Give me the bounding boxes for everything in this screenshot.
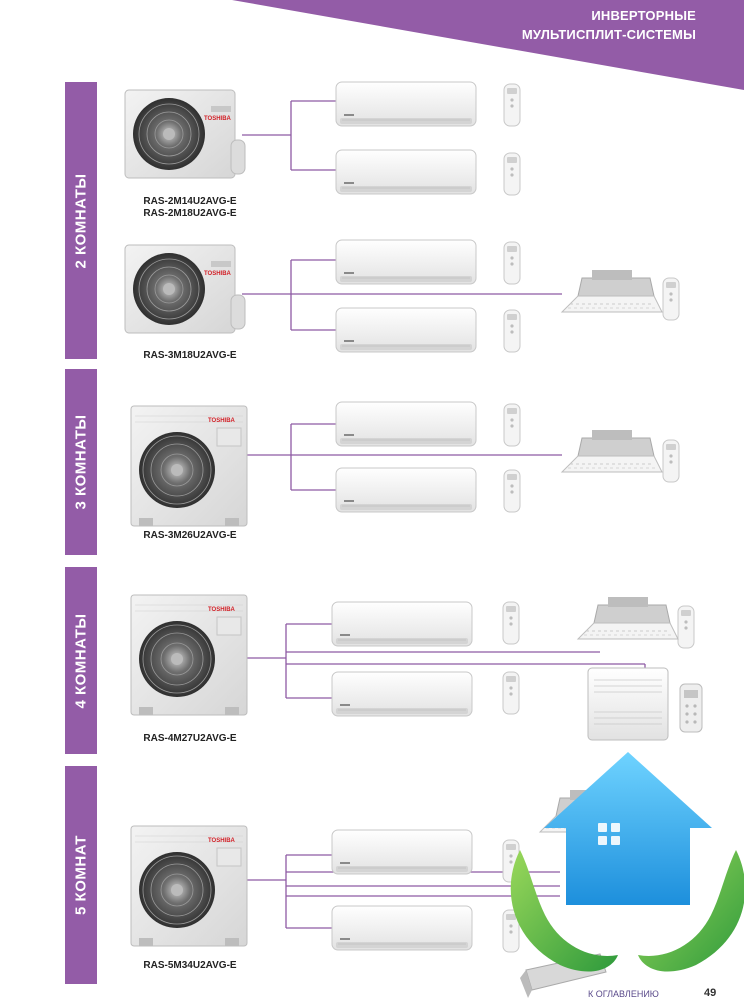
brand-logo: TOSHIBA	[208, 838, 235, 844]
side-tab-4-rooms: 4 КОМНАТЫ	[65, 567, 97, 754]
page-number: 49	[704, 987, 717, 999]
model-label: RAS-3M26U2AVG-E	[100, 530, 280, 542]
outdoor-unit	[124, 244, 246, 334]
model-label: RAS-5M34U2AVG-E	[100, 960, 280, 972]
model-name: RAS-4M27U2AVG-E	[143, 733, 237, 744]
outdoor-unit	[130, 405, 248, 527]
refrigerant-pipes	[242, 100, 646, 929]
header-band	[232, 0, 744, 90]
model-name: RAS-2M18U2AVG-E	[143, 208, 237, 219]
outdoor-unit	[130, 825, 248, 947]
brand-logo: TOSHIBA	[208, 418, 235, 424]
toc-link[interactable]: К ОГЛАВЛЕНИЮ	[588, 989, 659, 999]
model-name: RAS-2M14U2AVG-E	[143, 196, 237, 207]
model-label: RAS-3M18U2AVG-E	[100, 350, 280, 362]
outdoor-unit	[130, 594, 248, 716]
page-title: ИНВЕРТОРНЫЕ МУЛЬТИСПЛИТ-СИСТЕМЫ	[522, 6, 696, 44]
brand-logo: TOSHIBA	[204, 271, 231, 277]
title-line-1: ИНВЕРТОРНЫЕ	[591, 8, 696, 23]
side-tab-5-rooms: 5 КОМНАТ	[65, 766, 97, 984]
brand-logo: TOSHIBA	[204, 116, 231, 122]
house-hands-logo	[510, 752, 744, 972]
model-label: RAS-2M14U2AVG-E RAS-2M18U2AVG-E	[100, 196, 280, 220]
model-name: RAS-3M18U2AVG-E	[143, 350, 237, 361]
title-line-2: МУЛЬТИСПЛИТ-СИСТЕМЫ	[521, 27, 696, 42]
side-tab-2-rooms: 2 КОМНАТЫ	[65, 82, 97, 359]
brand-logo: TOSHIBA	[208, 607, 235, 613]
outdoor-unit	[124, 89, 246, 179]
model-label: RAS-4M27U2AVG-E	[100, 733, 280, 745]
model-name: RAS-5M34U2AVG-E	[143, 960, 237, 971]
floor-console-unit	[587, 667, 669, 741]
model-name: RAS-3M26U2AVG-E	[143, 530, 237, 541]
side-tab-3-rooms: 3 КОМНАТЫ	[65, 369, 97, 555]
wired-remote	[679, 683, 703, 733]
